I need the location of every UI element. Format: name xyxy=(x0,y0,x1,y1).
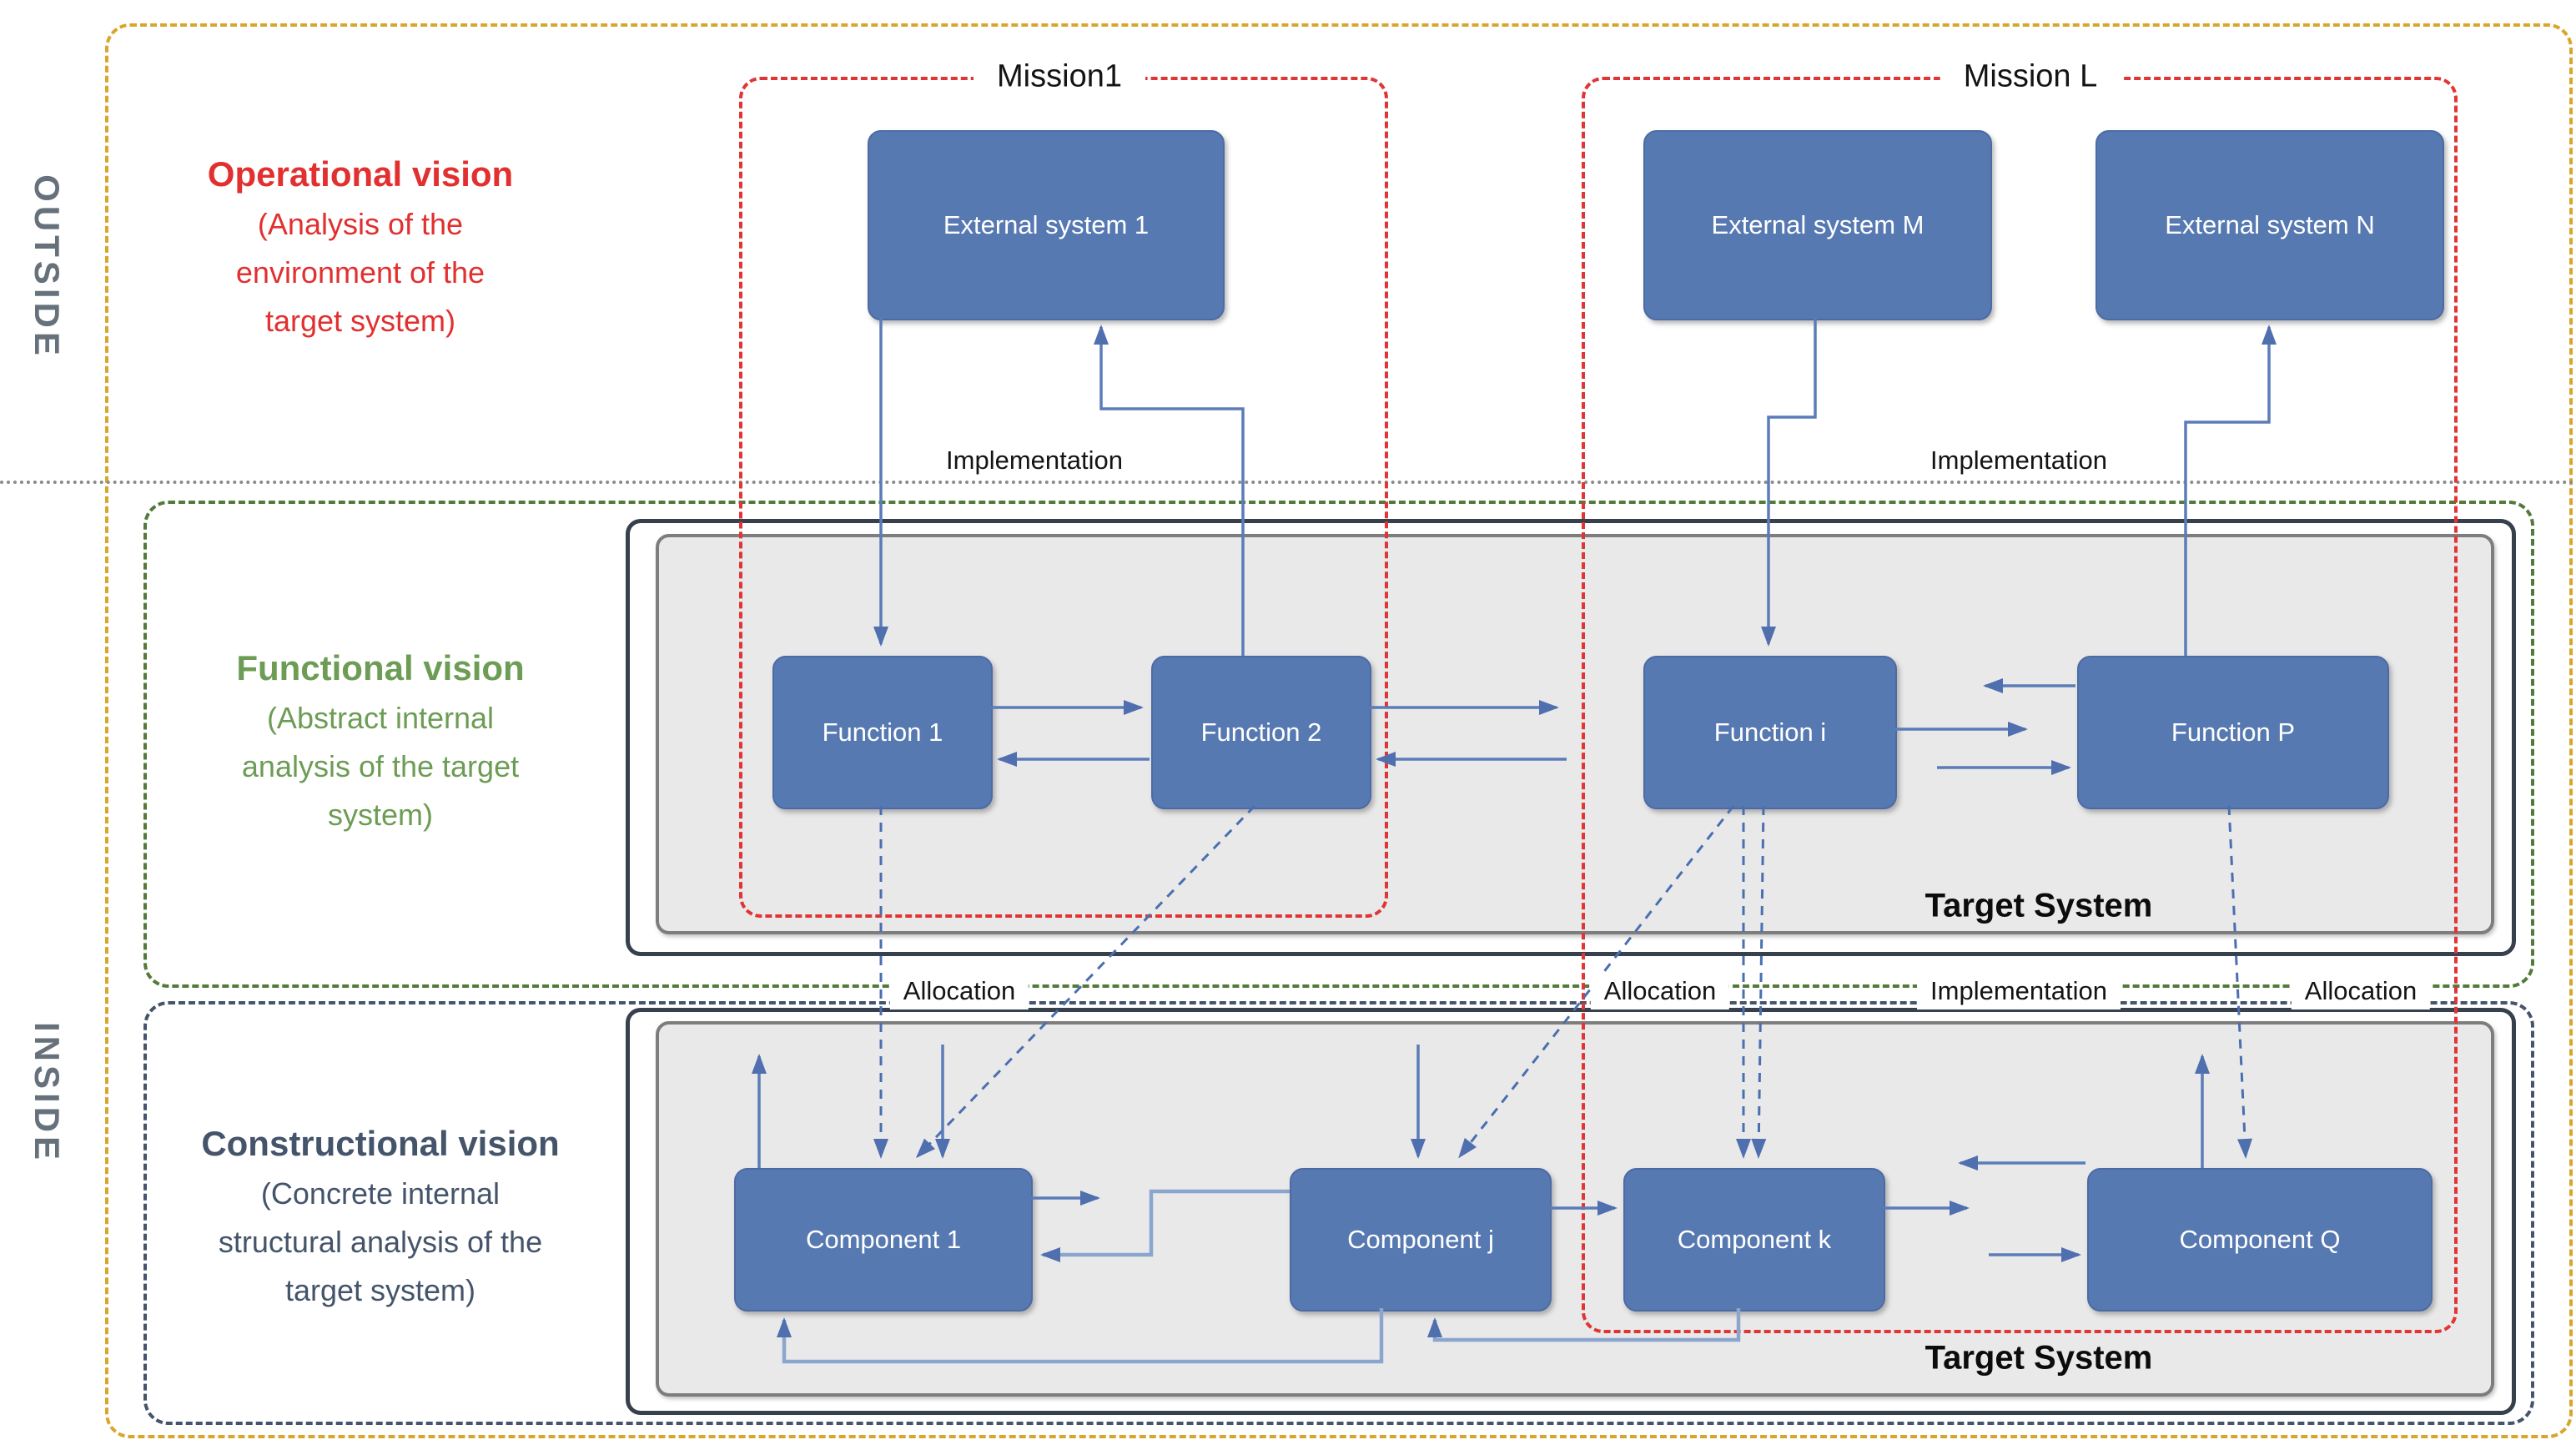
mission-l-label: Mission L xyxy=(1940,57,2121,97)
component-k-box: Component k xyxy=(1623,1168,1885,1312)
operational-vision-text: Operational vision (Analysis of the envi… xyxy=(208,149,513,345)
allocation-label-middle: Allocation xyxy=(1590,973,1730,1009)
inside-label: INSIDE xyxy=(28,1021,67,1165)
allocation-label-left: Allocation xyxy=(889,973,1029,1009)
target-system-label-functional: Target System xyxy=(1924,887,2153,924)
target-system-label-constructional: Target System xyxy=(1924,1339,2153,1377)
external-system-1-box: External system 1 xyxy=(868,130,1225,320)
external-system-n-box: External system N xyxy=(2096,130,2444,320)
function-i-box: Function i xyxy=(1643,656,1897,809)
outside-label: OUTSIDE xyxy=(28,174,67,360)
function-1-box: Function 1 xyxy=(772,656,993,809)
functional-vision-text: Functional vision (Abstract internal ana… xyxy=(236,642,524,839)
functional-vision-title: Functional vision xyxy=(236,648,525,687)
constructional-vision-box xyxy=(143,1001,2534,1425)
function-2-box: Function 2 xyxy=(1151,656,1371,809)
outside-boundary-box xyxy=(105,23,2573,1438)
mission-1-label: Mission1 xyxy=(974,57,1145,97)
operational-vision-title: Operational vision xyxy=(207,154,514,194)
implementation-label-left: Implementation xyxy=(946,446,1123,475)
component-q-box: Component Q xyxy=(2087,1168,2433,1312)
implementation-label-right: Implementation xyxy=(1930,446,2107,475)
implementation-label-bottom: Implementation xyxy=(1917,973,2121,1009)
external-system-m-box: External system M xyxy=(1643,130,1992,320)
function-p-box: Function P xyxy=(2077,656,2389,809)
outside-inside-divider xyxy=(0,481,2576,484)
component-j-box: Component j xyxy=(1290,1168,1552,1312)
constructional-vision-text: Constructional vision (Concrete internal… xyxy=(201,1118,559,1315)
constructional-vision-title: Constructional vision xyxy=(201,1124,560,1163)
component-1-box: Component 1 xyxy=(734,1168,1033,1312)
functional-vision-box xyxy=(143,501,2534,988)
allocation-label-right: Allocation xyxy=(2291,973,2431,1009)
